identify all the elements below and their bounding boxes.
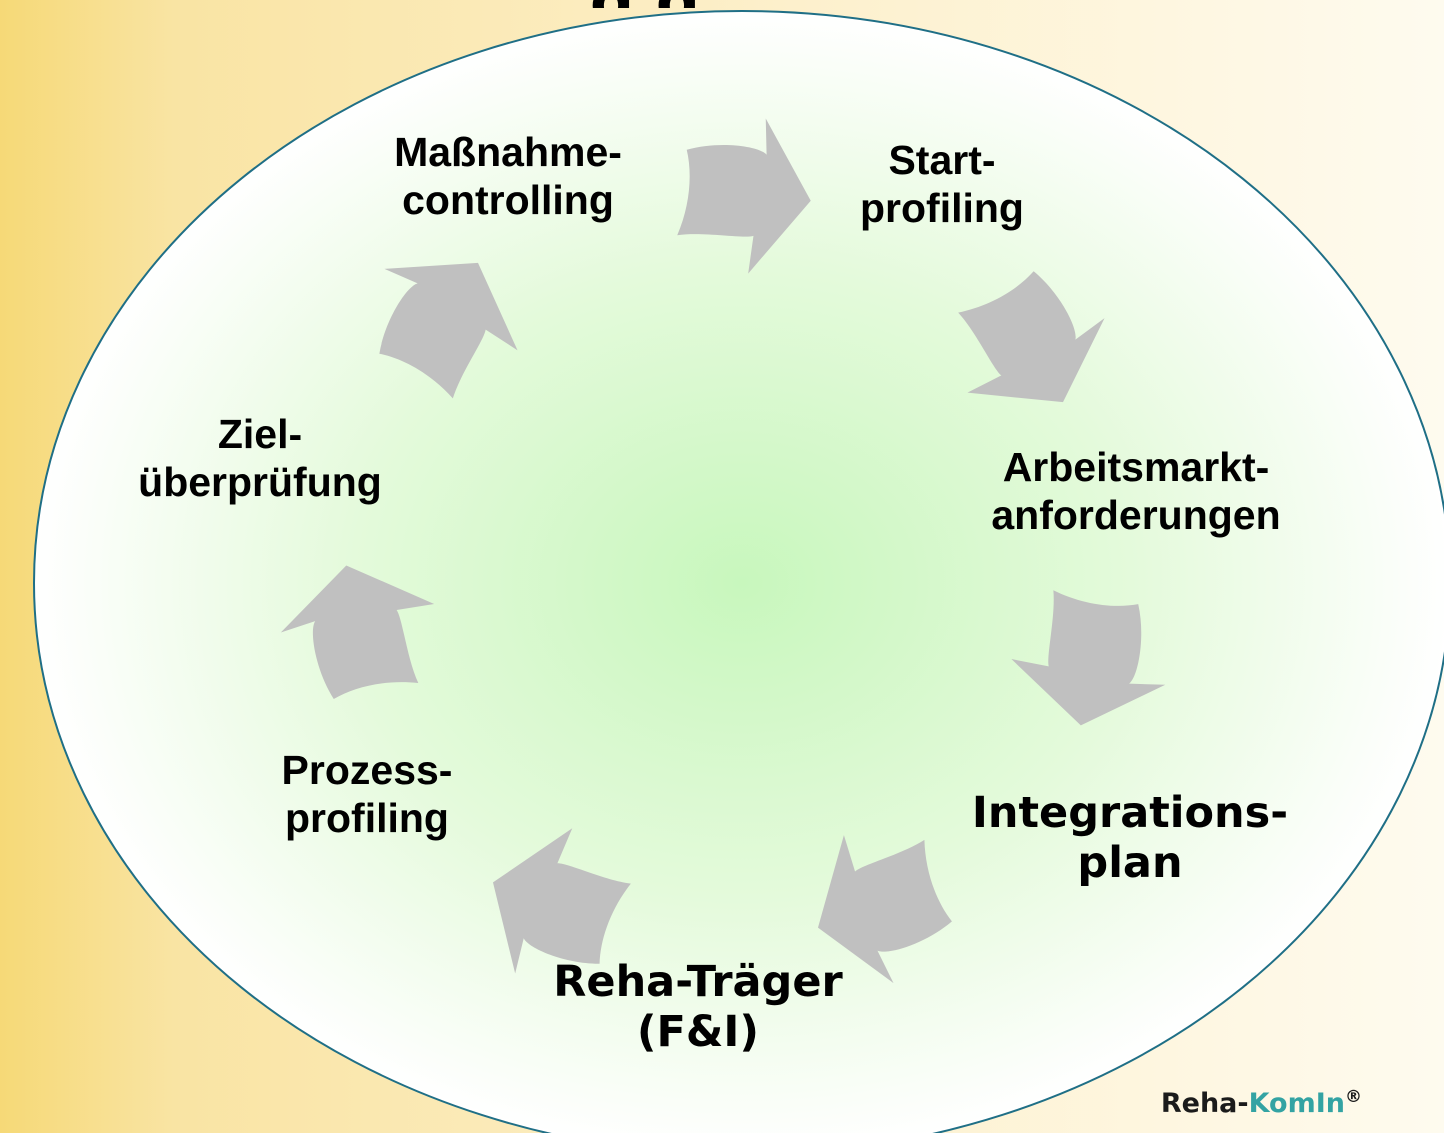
node-reha-line2: (F&I) [636, 1007, 760, 1057]
node-start-line1: Start- [888, 137, 996, 183]
node-start-profiling: Start- profiling [860, 136, 1024, 232]
node-integration-line2: plan [1077, 838, 1183, 888]
node-massnahme-controlling: Maßnahme- controlling [394, 128, 622, 224]
node-reha-traeger: Reha-Träger (F&I) [553, 957, 842, 1057]
brand-accent: KomIn [1248, 1088, 1345, 1119]
node-massnahme-line2: controlling [402, 177, 614, 223]
node-prozess-line2: profiling [285, 795, 449, 841]
node-reha-line1: Reha-Träger [553, 957, 843, 1007]
node-arbeitsmarkt-line2: anforderungen [991, 492, 1281, 538]
cycle-ellipse [33, 10, 1444, 1133]
node-arbeitsmarkt-anforderungen: Arbeitsmarkt- anforderungen [991, 443, 1280, 539]
node-ziel-line1: Ziel- [217, 411, 303, 457]
brand-registered-mark: ® [1345, 1087, 1362, 1107]
node-massnahme-line1: Maßnahme- [394, 129, 622, 175]
brand-prefix: Reha- [1160, 1088, 1249, 1119]
page-title-fragment: g g [365, 0, 925, 8]
node-ziel-line2: überprüfung [138, 459, 382, 505]
brand-logo: Reha-KomIn® [1161, 1087, 1362, 1119]
node-ziel-ueberpruefung: Ziel- überprüfung [138, 410, 382, 506]
node-arbeitsmarkt-line1: Arbeitsmarkt- [1002, 444, 1270, 490]
node-integrations-plan: Integrations- plan [972, 788, 1288, 888]
node-start-line2: profiling [860, 185, 1024, 231]
node-prozess-line1: Prozess- [281, 747, 453, 793]
node-prozess-profiling: Prozess- profiling [282, 746, 453, 842]
node-integration-line1: Integrations- [971, 788, 1289, 838]
